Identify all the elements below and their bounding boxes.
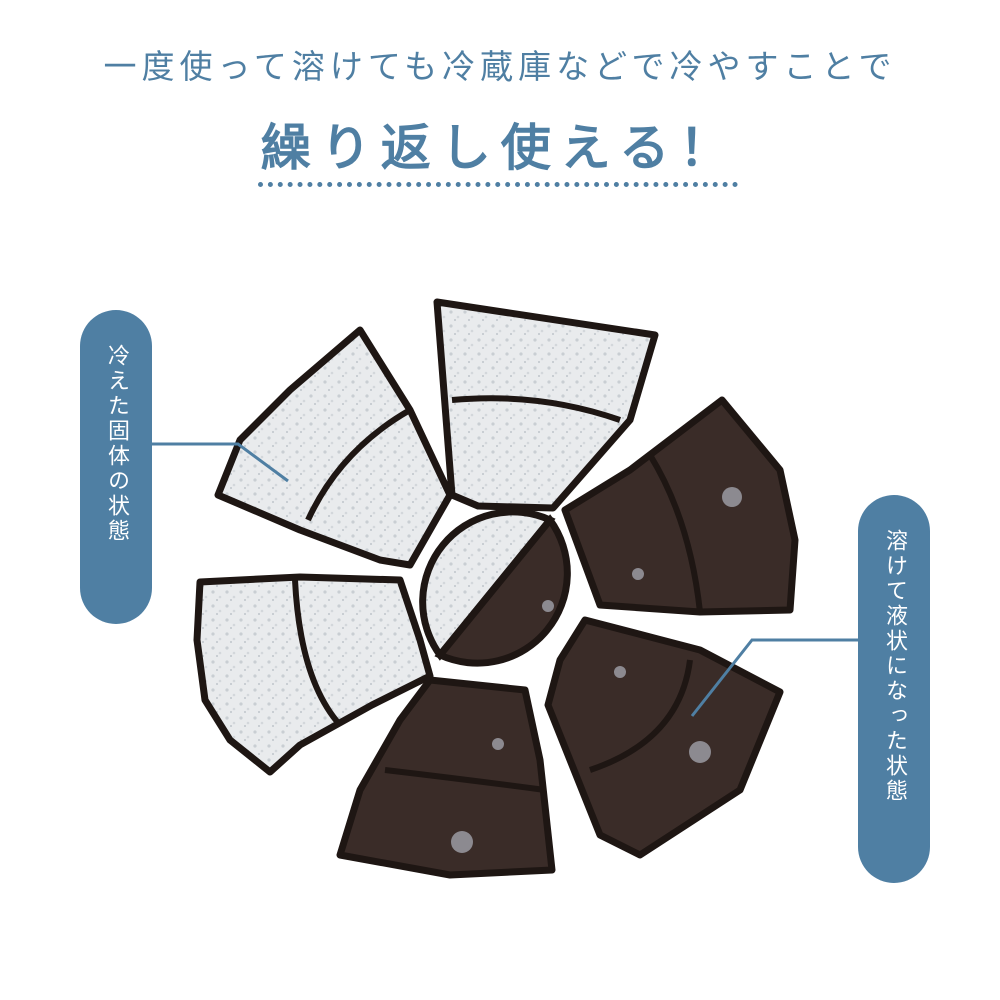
callout-liquid-label: 溶けて液状になった状態 bbox=[882, 529, 907, 804]
headline: 一度使って溶けても冷蔵庫などで冷やすことで bbox=[103, 47, 897, 86]
liquid-petal-right bbox=[561, 396, 799, 616]
dotted-divider bbox=[258, 182, 738, 187]
frozen-center bbox=[419, 508, 556, 661]
callout-liquid: 溶けて液状になった状態 bbox=[858, 495, 930, 883]
callout-frozen-label: 冷えた固体の状態 bbox=[104, 344, 129, 544]
ice-pack-image bbox=[193, 298, 799, 879]
subheadline: 繰り返し使える！ bbox=[260, 119, 740, 177]
liquid-petal-bottom bbox=[336, 676, 556, 879]
callout-frozen: 冷えた固体の状態 bbox=[80, 310, 152, 624]
liquid-center bbox=[434, 514, 571, 667]
frozen-petal-left bbox=[193, 573, 434, 776]
leader-liquid bbox=[690, 638, 858, 717]
frozen-petal-upper-left bbox=[214, 326, 454, 569]
leader-frozen bbox=[152, 442, 289, 483]
